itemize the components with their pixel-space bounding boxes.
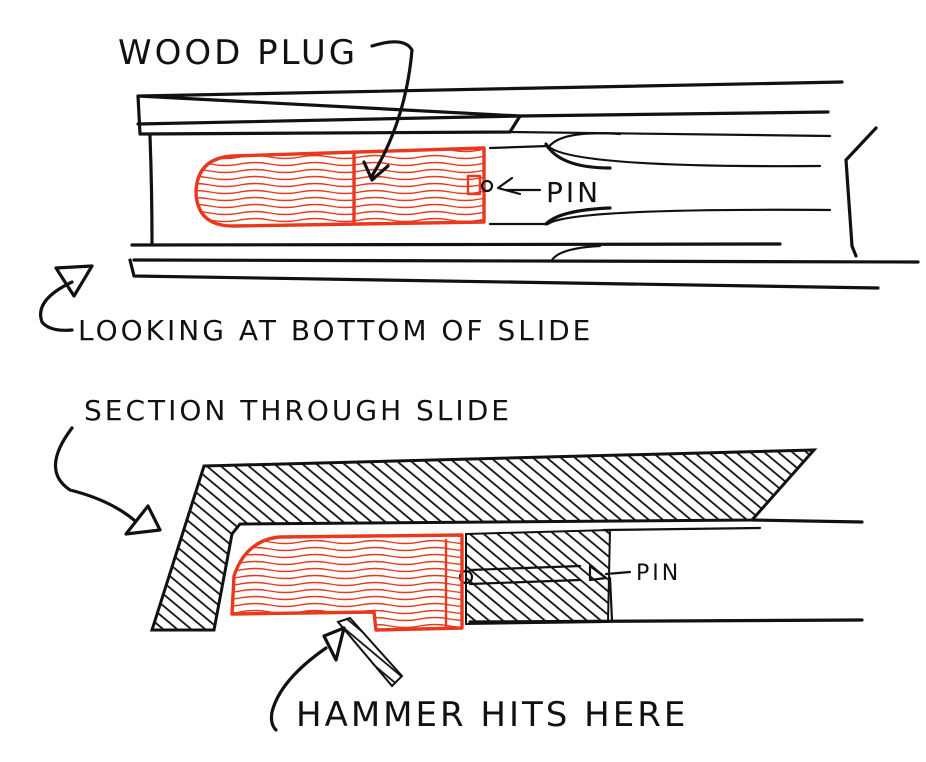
looking-at-bottom-label: LOOKING AT BOTTOM OF SLIDE bbox=[78, 314, 593, 347]
view-arrow-bottom bbox=[39, 264, 94, 332]
slide-section bbox=[149, 448, 864, 632]
bottom-view-drawing bbox=[128, 80, 920, 290]
pin-label-top: PIN bbox=[546, 176, 601, 209]
wood-plug-leader bbox=[362, 40, 414, 182]
section-arrow bbox=[53, 426, 162, 536]
wood-plug-top bbox=[194, 146, 486, 228]
wood-plug-label: WOOD PLUG bbox=[118, 33, 358, 73]
hammer-hits-here-label: HAMMER HITS HERE bbox=[296, 695, 688, 735]
pin-label-section: PIN bbox=[636, 561, 681, 586]
pin-pointer-section bbox=[588, 564, 632, 582]
pin-pointer-top bbox=[480, 176, 542, 196]
hammer-arrow bbox=[269, 626, 346, 732]
hammer-shape bbox=[336, 616, 404, 688]
section-through-slide-label: SECTION THROUGH SLIDE bbox=[84, 394, 512, 427]
